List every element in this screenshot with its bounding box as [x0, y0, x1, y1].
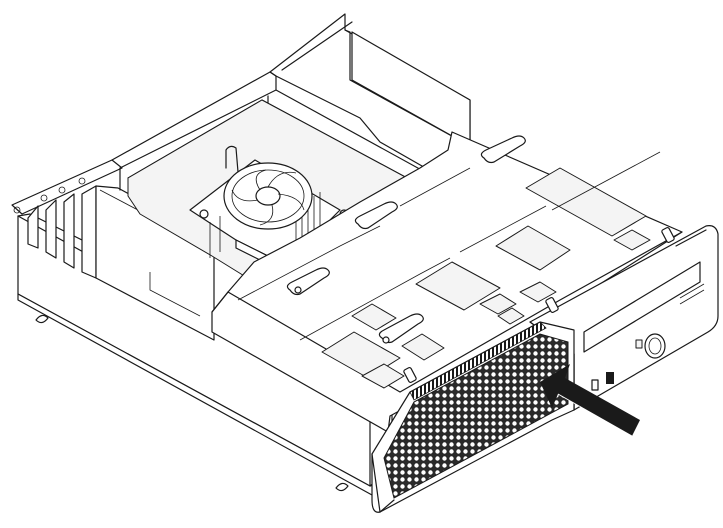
fan-icon [223, 162, 313, 230]
drive-bay-tray [211, 131, 683, 433]
arrow-icon [540, 364, 640, 437]
usb-port [606, 372, 614, 384]
power-button [644, 333, 666, 359]
side-slot-left [35, 314, 49, 324]
bezel-mesh-holes [383, 333, 569, 499]
optical-drive-slot [583, 261, 701, 353]
side-slot-right [335, 482, 349, 492]
front-bezel [371, 225, 719, 513]
